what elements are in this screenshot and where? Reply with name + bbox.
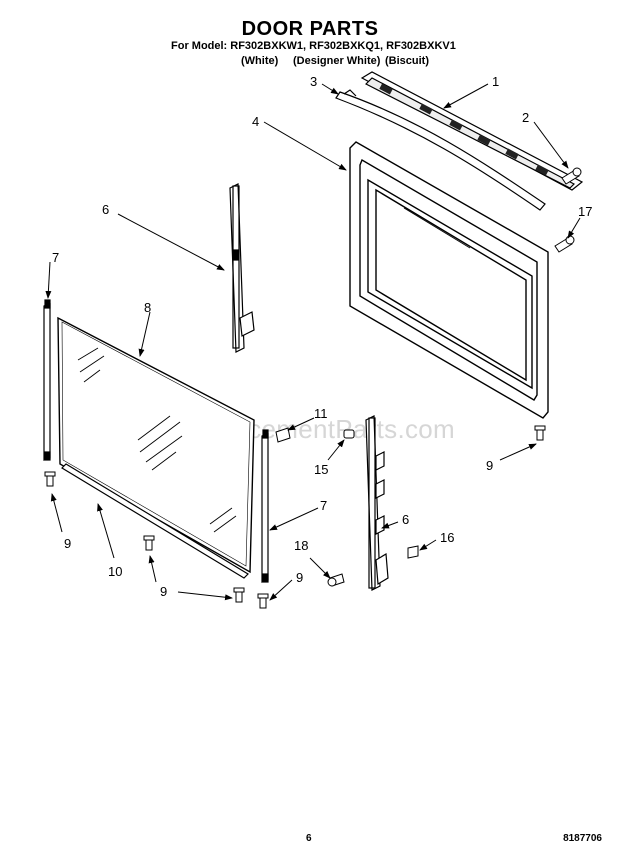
callout-11: 11	[314, 406, 328, 421]
callout-7-right: 7	[320, 498, 327, 513]
part-door-bracket-right	[365, 415, 389, 591]
variant-biscuit: (Biscuit)	[385, 55, 429, 67]
part-screw-17	[554, 235, 575, 253]
part-screw-18	[327, 573, 345, 587]
callout-9-bottom-right: 9	[296, 570, 303, 585]
part-side-trim-left	[43, 299, 51, 461]
part-plug-15	[343, 429, 355, 439]
callout-6-upper: 6	[102, 202, 109, 217]
callout-9-right: 9	[486, 458, 493, 473]
callout-9-bottom: 9	[160, 584, 167, 599]
callout-7-left: 7	[52, 250, 59, 265]
part-screw-2	[561, 167, 582, 185]
part-handle	[335, 89, 546, 211]
callout-18: 18	[294, 538, 308, 553]
callout-4: 4	[252, 114, 259, 129]
part-outer-door-panel	[349, 141, 549, 419]
callout-9-left: 9	[64, 536, 71, 551]
page-title: DOOR PARTS	[241, 18, 379, 40]
leader-lines	[45, 83, 581, 601]
part-clip-16	[407, 545, 419, 559]
document-number: 8187706	[563, 833, 602, 844]
variant-designer-white: (Designer White)	[293, 55, 381, 67]
callout-3: 3	[310, 74, 317, 89]
callout-10: 10	[108, 564, 122, 579]
part-door-glass	[57, 316, 255, 574]
callout-6-lower: 6	[402, 512, 409, 527]
callout-labels: 1 2 3 4 17 6 7 8 11 15 9 6 7 16 18 9 10 …	[52, 74, 592, 599]
part-side-trim-right	[261, 429, 269, 583]
part-door-bracket-left	[229, 183, 255, 353]
callout-1: 1	[492, 74, 499, 89]
variant-white: (White)	[241, 55, 279, 67]
page-number: 6	[306, 833, 312, 844]
part-vent-trim	[360, 71, 584, 191]
callout-15: 15	[314, 462, 328, 477]
part-clip-11	[275, 427, 291, 443]
model-list: For Model: RF302BXKW1, RF302BXKQ1, RF302…	[171, 40, 456, 52]
part-bottom-trim	[61, 463, 249, 579]
callout-2: 2	[522, 110, 529, 125]
callout-17: 17	[578, 204, 592, 219]
callout-8: 8	[144, 300, 151, 315]
part-screw-9	[44, 425, 546, 609]
callout-16: 16	[440, 530, 454, 545]
